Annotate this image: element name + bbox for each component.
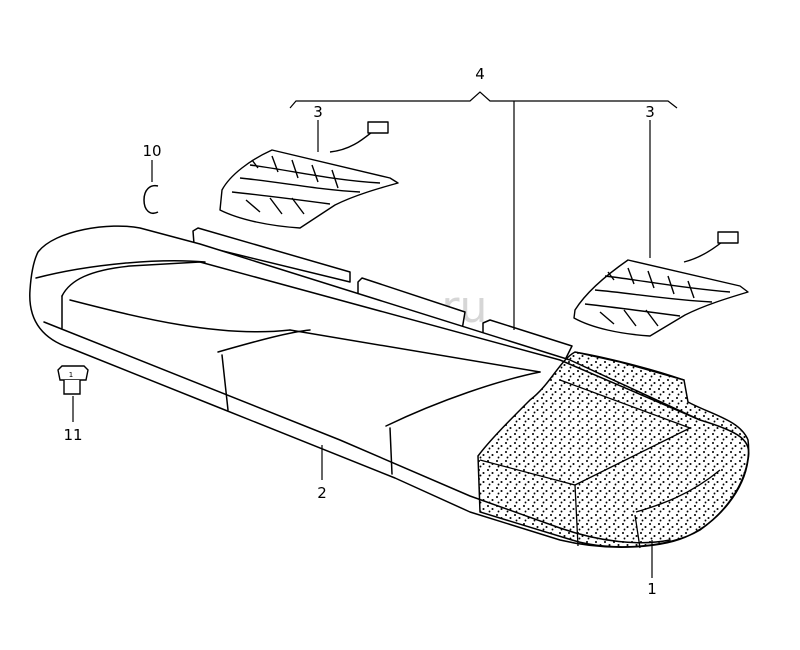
foam-cushion xyxy=(477,351,750,549)
callout-2: 2 xyxy=(317,484,327,502)
clip-part-10 xyxy=(143,184,159,214)
callout-11: 11 xyxy=(63,426,82,444)
callout-1: 1 xyxy=(647,580,657,598)
heating-mat-left xyxy=(219,121,399,229)
callout-lines xyxy=(72,91,678,578)
retaining-clip-part-11: 1 xyxy=(57,365,89,395)
clip-marking: 1 xyxy=(69,371,73,379)
callout-4: 4 xyxy=(475,65,485,83)
callout-3-right: 3 xyxy=(645,103,655,121)
callout-10: 10 xyxy=(142,142,161,160)
callout-3-left: 3 xyxy=(313,103,323,121)
heating-mat-right xyxy=(573,231,749,337)
